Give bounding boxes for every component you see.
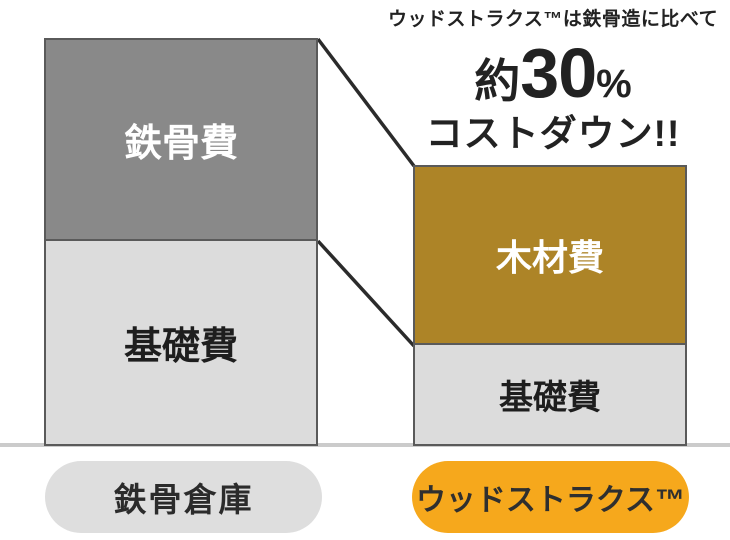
headline-percentage: 約30% (388, 33, 718, 112)
headline-prefix: 約 (474, 54, 521, 107)
segment-foundation-cost-right-label: 基礎費 (499, 379, 601, 417)
category-pill-wood-structs: ウッドストラクス™ (412, 461, 689, 533)
category-pill-steel-warehouse-label: 鉄骨倉庫 (113, 481, 254, 518)
segment-wood-cost-label: 木材費 (495, 237, 604, 278)
bar-wood-structs: 木材費 基礎費 (413, 165, 687, 446)
segment-wood-cost: 木材費 (413, 165, 687, 345)
category-pill-steel-warehouse: 鉄骨倉庫 (45, 461, 322, 533)
segment-foundation-cost-right: 基礎費 (413, 345, 687, 446)
headline-costdown: コストダウン!! (425, 112, 681, 154)
headline-value: 30 (520, 33, 597, 112)
baseline-rule (0, 443, 730, 447)
headline-unit: % (596, 61, 632, 106)
segment-foundation-cost-left: 基礎費 (44, 241, 318, 446)
connector-line-middle (316, 239, 416, 348)
headline-block: ウッドストラクス™は鉄骨造に比べて 約30% コストダウン!! (388, 9, 719, 155)
segment-foundation-cost-left-label: 基礎費 (123, 326, 238, 368)
segment-steel-cost-label: 鉄骨費 (123, 123, 238, 165)
segment-steel-cost: 鉄骨費 (44, 38, 318, 241)
bar-steel-warehouse: 鉄骨費 基礎費 (44, 38, 318, 446)
headline-subtitle: ウッドストラクス™は鉄骨造に比べて (388, 9, 719, 30)
category-pill-wood-structs-label: ウッドストラクス™ (415, 484, 686, 517)
